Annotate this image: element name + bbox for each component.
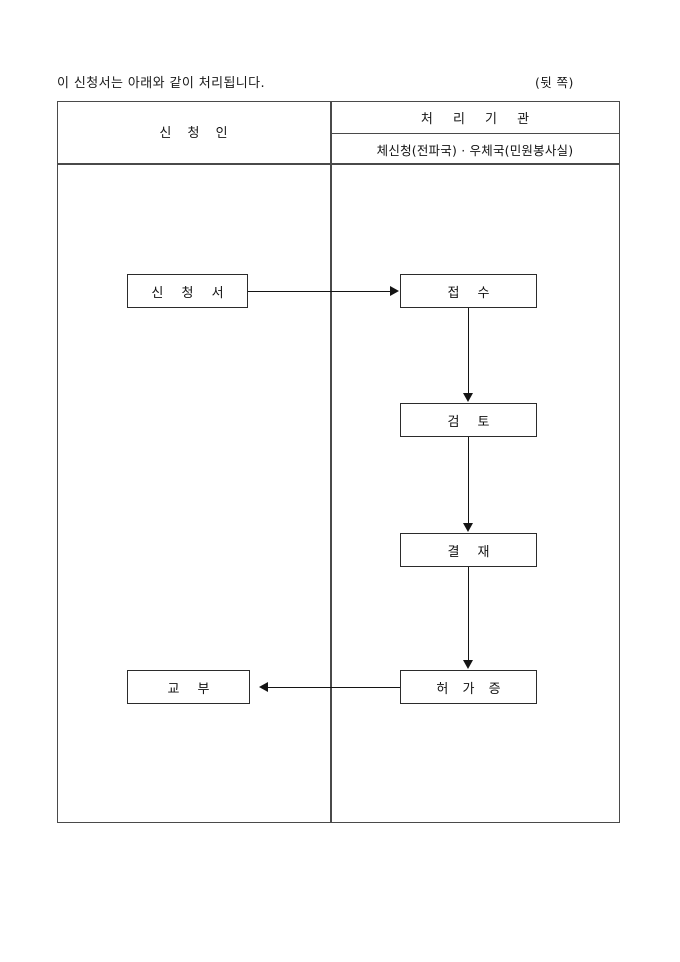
header-bottom-rule: [57, 163, 620, 165]
connector-permit-to-issuance-line: [268, 686, 400, 688]
arrow-down-icon: [463, 393, 473, 402]
page-side-marker: (뒷 쪽): [535, 75, 574, 90]
connector-receipt-to-review-line: [467, 308, 469, 394]
connector-review-to-approval-line: [467, 437, 469, 524]
connector-approval-to-permit-line: [467, 567, 469, 661]
flow-node-application-form: 신 청 서: [127, 274, 248, 308]
connector-application-to-receipt-line: [248, 290, 390, 292]
arrow-right-icon: [390, 286, 399, 296]
flow-node-permit-certificate: 허 가 증: [400, 670, 537, 704]
flow-node-receipt: 접 수: [400, 274, 537, 308]
column-header-applicant: 신 청 인: [159, 126, 234, 141]
arrow-down-icon: [463, 523, 473, 532]
flow-node-issuance: 교 부: [127, 670, 250, 704]
arrow-left-icon: [259, 682, 268, 692]
processing-caption: 이 신청서는 아래와 같이 처리됩니다.: [57, 76, 266, 91]
flow-node-review: 검 토: [400, 403, 537, 437]
column-header-agency: 처 리 기 관: [420, 112, 538, 127]
arrow-down-icon: [463, 660, 473, 669]
column-subheader-agency-offices: 체신청(전파국) · 우체국(민원봉사실): [376, 143, 574, 158]
flow-table-frame: [57, 101, 620, 823]
agency-header-split-rule: [330, 133, 620, 135]
flow-node-approval: 결 재: [400, 533, 537, 567]
column-divider: [330, 101, 332, 823]
